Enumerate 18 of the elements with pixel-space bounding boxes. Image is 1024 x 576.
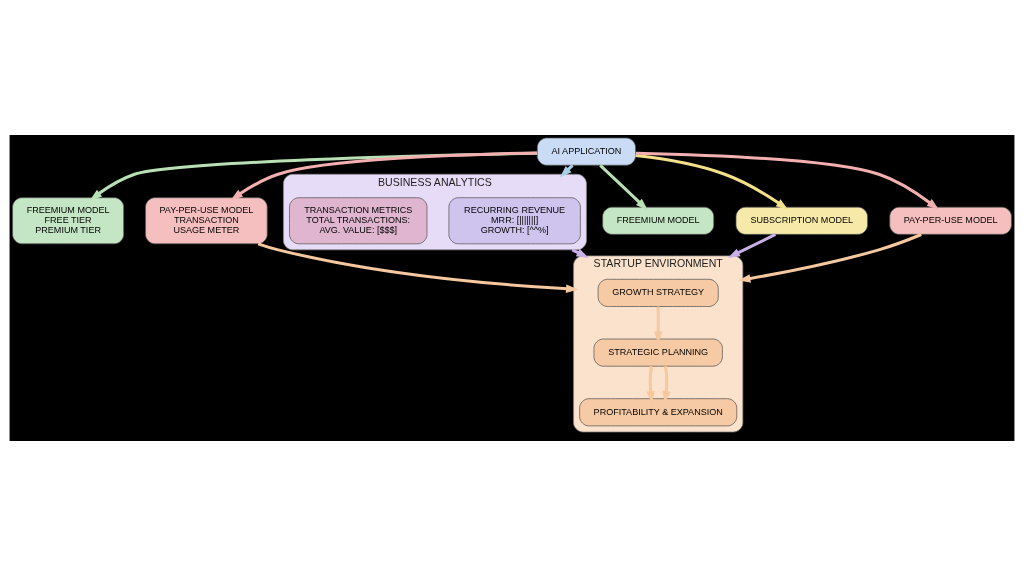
arrow [230, 151, 538, 201]
node-box: FREEMIUM MODEL FREE TIER PREMIUM TIER [12, 197, 124, 245]
node-box: RECURRING REVENUE MRR: [|||||||] GROWTH: [^^%] [448, 197, 581, 245]
arrow [559, 164, 574, 178]
node-box: PAY-PER-USE MODEL TRANSACTION USAGE METER [145, 197, 268, 245]
node-box: AI APPLICATION [536, 137, 636, 166]
node-box: TRANSACTION METRICS TOTAL TRANSACTIONS: AVG. VALUE: [$$$] [289, 197, 428, 245]
node-box: SUBSCRIPTION MODEL [735, 206, 868, 235]
arrow [727, 233, 777, 258]
node-box: GROWTH STRATEGY [597, 278, 719, 307]
arrow [635, 154, 789, 210]
arrow [599, 164, 648, 211]
node-box: PAY-PER-USE MODEL [889, 206, 1012, 235]
arrow [738, 233, 922, 283]
node-box: STRATEGIC PLANNING [593, 338, 723, 367]
node-box: FREEMIUM MODEL [602, 206, 715, 235]
node-box: PROFITABILITY & EXPANSION [579, 398, 738, 427]
arrow [635, 151, 939, 210]
